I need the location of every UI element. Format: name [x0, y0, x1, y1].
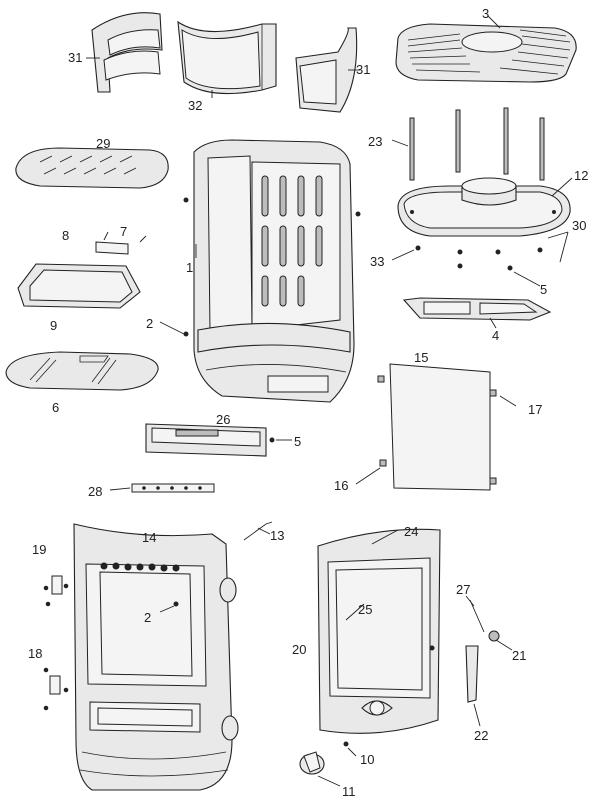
slide-bar-28 — [131, 483, 215, 493]
callout-5-top: 5 — [540, 282, 547, 297]
front-frame-14 — [73, 523, 239, 791]
air-plate-26 — [145, 423, 267, 457]
air-knob-11 — [299, 751, 325, 775]
callout-27: 27 — [456, 582, 470, 597]
callout-33: 33 — [370, 254, 384, 269]
callout-9: 9 — [50, 318, 57, 333]
grate-plate-29 — [15, 147, 169, 189]
screw-2-frame — [173, 601, 179, 607]
callout-23: 23 — [368, 134, 382, 149]
callout-6: 6 — [52, 400, 59, 415]
ash-pan-9 — [17, 263, 141, 309]
tie-rods-23 — [409, 107, 545, 181]
rear-liner-32 — [177, 20, 277, 95]
screw-7 — [103, 231, 147, 243]
hinge-19 — [43, 575, 69, 607]
side-liner-left-31 — [91, 12, 163, 93]
glass-clips — [377, 375, 497, 485]
door-20 — [317, 528, 441, 734]
screw-body-right — [355, 211, 361, 217]
callout-7: 7 — [120, 224, 127, 239]
callout-2-body: 2 — [146, 316, 153, 331]
callout-12: 12 — [574, 168, 588, 183]
screw-2-upper — [183, 197, 189, 203]
handle-spindle-27 — [469, 599, 485, 633]
base-plate-6 — [5, 351, 159, 391]
top-plate-12 — [397, 177, 571, 237]
callout-22: 22 — [474, 728, 488, 743]
screw-5-plate — [269, 437, 275, 443]
callout-30: 30 — [572, 218, 586, 233]
callout-1: 1 — [186, 260, 193, 275]
callout-4: 4 — [492, 328, 499, 343]
callout-28: 28 — [88, 484, 102, 499]
clip-8 — [95, 241, 129, 255]
hinge-18 — [43, 667, 69, 711]
callout-17: 17 — [528, 402, 542, 417]
callout-2-frame: 2 — [144, 610, 151, 625]
callout-26: 26 — [216, 412, 230, 427]
callout-15: 15 — [414, 350, 428, 365]
callout-16: 16 — [334, 478, 348, 493]
callout-21: 21 — [512, 648, 526, 663]
callout-10: 10 — [360, 752, 374, 767]
callout-24: 24 — [404, 524, 418, 539]
handle-washer-21 — [488, 630, 500, 642]
callout-11: 11 — [342, 784, 356, 799]
screws-33 — [415, 245, 543, 271]
callout-31-left: 31 — [68, 50, 82, 65]
lever-13 — [243, 521, 273, 541]
callout-25: 25 — [358, 602, 372, 617]
callout-8: 8 — [62, 228, 69, 243]
firebox-body-1 — [193, 139, 355, 403]
callout-3: 3 — [482, 6, 489, 21]
callout-18: 18 — [28, 646, 42, 661]
top-grille-3 — [395, 23, 577, 83]
side-liner-right-31 — [295, 27, 358, 113]
callout-31-right: 31 — [356, 62, 370, 77]
leader-lines — [86, 15, 573, 787]
callout-20: 20 — [292, 642, 306, 657]
callout-32: 32 — [188, 98, 202, 113]
callout-13: 13 — [270, 528, 284, 543]
callout-5-plate: 5 — [294, 434, 301, 449]
callout-29: 29 — [96, 136, 110, 151]
callout-14: 14 — [142, 530, 156, 545]
glass-panel-15 — [389, 363, 491, 491]
screw-2-lower — [183, 331, 189, 337]
callout-19: 19 — [32, 542, 46, 557]
handle-22 — [465, 645, 479, 703]
screw-10 — [343, 741, 349, 747]
baffle-4 — [402, 297, 552, 321]
